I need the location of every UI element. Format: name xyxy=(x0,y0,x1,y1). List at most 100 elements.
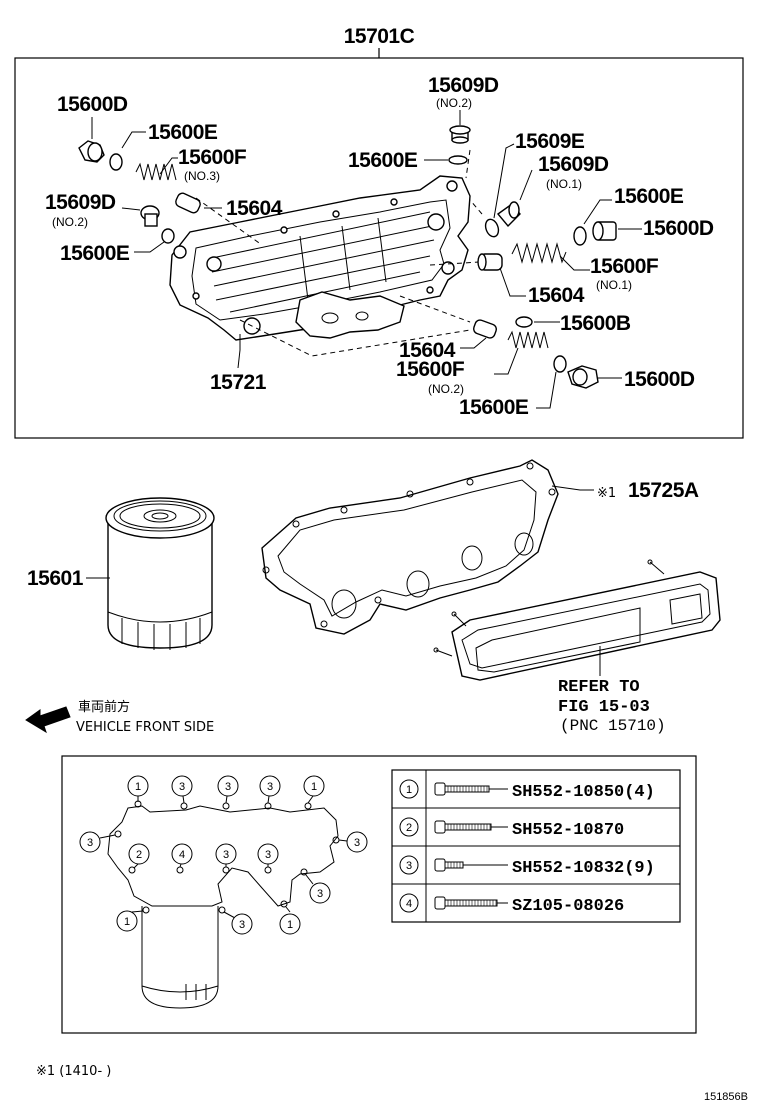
spring-15600F-no1[interactable] xyxy=(511,242,590,271)
bolt-circle-8: 2 xyxy=(128,843,150,865)
callout-15600B[interactable]: 15600B xyxy=(560,312,631,335)
bolt-circle-14: 3 xyxy=(231,913,253,935)
bolt-circle-number: 3 xyxy=(265,849,271,861)
bolt-table-number: 1 xyxy=(406,784,412,796)
bolt-leaders xyxy=(99,795,348,919)
bolt-part-number[interactable]: SH552-10870 xyxy=(512,821,624,840)
bolt-circle-number: 1 xyxy=(311,781,317,793)
bolt-circle-number: 4 xyxy=(179,849,185,861)
callout-15600F-no2-note: (NO.2) xyxy=(428,382,464,396)
spring-15600F-no3[interactable] xyxy=(135,157,178,181)
callout-15600E-right[interactable]: 15600E xyxy=(614,185,684,208)
bolt-circle-7: 3 xyxy=(346,831,368,853)
gasket-15600E-left-top[interactable] xyxy=(109,131,146,171)
callout-15609D-top[interactable]: 15609D xyxy=(428,74,499,97)
bolt-icon xyxy=(434,858,508,872)
oil-filter-15601[interactable] xyxy=(86,497,215,650)
bolt-table-number: 2 xyxy=(406,822,412,834)
callout-15600E-left-bottom[interactable]: 15600E xyxy=(60,242,130,265)
bolt-circle-number: 3 xyxy=(87,837,93,849)
figure-id: 151856B xyxy=(704,1091,748,1103)
refer-line-3: (PNC 15710) xyxy=(560,717,666,735)
bolt-table-row: 2 SH552-10870 xyxy=(399,817,624,840)
callout-15600E-top[interactable]: 15600E xyxy=(348,149,418,172)
bolt-part-number[interactable]: SZ105-08026 xyxy=(512,897,624,916)
filter-grip-ridges xyxy=(121,618,201,650)
bolt-circle-10: 3 xyxy=(215,843,237,865)
bolt-circle-number: 1 xyxy=(124,916,130,928)
callout-15601[interactable]: 15601 xyxy=(27,567,84,590)
plug-15609D-left[interactable] xyxy=(121,205,160,227)
bolt-circle-number: 3 xyxy=(179,781,185,793)
gasket-15600E-top[interactable] xyxy=(424,155,468,165)
plug-15600D-left[interactable] xyxy=(78,117,105,163)
callout-15725A[interactable]: 15725A xyxy=(628,479,699,502)
ring-15600B[interactable] xyxy=(515,316,560,328)
bolt-circle-number: 3 xyxy=(239,919,245,931)
callout-15604-right[interactable]: 15604 xyxy=(528,284,585,307)
bolt-circle-number: 3 xyxy=(354,837,360,849)
callout-15600E-bottom[interactable]: 15600E xyxy=(459,396,529,419)
vehicle-front-arrow-icon xyxy=(25,706,71,734)
bolt-circle-number: 1 xyxy=(135,781,141,793)
valve-15604-bottom[interactable] xyxy=(460,319,498,349)
assembly-frame: 15701C xyxy=(14,25,744,439)
gasket-15600E-left-bottom[interactable] xyxy=(134,228,175,253)
bolt-icon xyxy=(434,896,508,910)
callout-15609D-top-note: (NO.2) xyxy=(436,96,472,110)
assembly-dashed-lines xyxy=(195,149,483,357)
bolt-part-number[interactable]: SH552-10850(4) xyxy=(512,783,655,802)
refer-line-1: REFER TO xyxy=(558,678,640,697)
callout-15600E-left-top[interactable]: 15600E xyxy=(148,121,218,144)
callout-15609D-left-note: (NO.2) xyxy=(52,215,88,229)
callout-15604-bottom[interactable]: 15604 xyxy=(399,339,456,362)
oil-cooler-element[interactable] xyxy=(433,559,721,681)
callout-15600F-no1[interactable]: 15600F xyxy=(590,255,659,278)
callout-15609D-left[interactable]: 15609D xyxy=(45,191,116,214)
callout-15604-left[interactable]: 15604 xyxy=(226,197,283,220)
bolt-circle-number: 3 xyxy=(225,781,231,793)
bolt-table-row: 1 SH552-10850(4) xyxy=(399,779,655,802)
callout-15600F-no3[interactable]: 15600F xyxy=(178,146,247,169)
bolt-circle-4: 3 xyxy=(259,775,281,797)
bolt-circle-3: 3 xyxy=(217,775,239,797)
vehicle-front-jp: 車両前方 xyxy=(78,699,130,715)
bolt-table-number: 4 xyxy=(406,898,412,910)
bolt-table xyxy=(391,769,681,923)
callout-15609D-right[interactable]: 15609D xyxy=(538,153,609,176)
plug-15609D-right[interactable] xyxy=(496,169,533,228)
spring-15600F-no2[interactable] xyxy=(494,330,549,375)
plug-15609D-top[interactable] xyxy=(449,110,471,144)
bolt-circle-5: 1 xyxy=(303,775,325,797)
bolt-circle-number: 3 xyxy=(267,781,273,793)
bolt-circle-9: 4 xyxy=(171,843,193,865)
valve-15604-left[interactable] xyxy=(174,192,222,215)
plug-15600D-right[interactable] xyxy=(592,221,642,241)
valve-15604-right[interactable] xyxy=(477,253,526,297)
gasket-15609E[interactable] xyxy=(483,143,515,239)
callout-15725A-mark: ※1 xyxy=(597,486,616,501)
callout-15600D-right[interactable]: 15600D xyxy=(643,217,714,240)
footnote: ※1 (1410- ) xyxy=(36,1064,111,1079)
callout-15609E[interactable]: 15609E xyxy=(515,130,585,153)
gasket-15600E-bottom[interactable] xyxy=(536,355,567,409)
callout-15701C[interactable]: 15701C xyxy=(344,25,415,48)
bolt-table-number: 3 xyxy=(406,860,412,872)
bolt-circle-6: 3 xyxy=(79,831,101,853)
callout-15600D-left[interactable]: 15600D xyxy=(57,93,128,116)
bolt-circle-2: 3 xyxy=(171,775,193,797)
callout-15721[interactable]: 15721 xyxy=(210,371,267,394)
callout-15600F-no2[interactable]: 15600F xyxy=(396,358,465,381)
oil-cooler-case xyxy=(169,175,471,341)
gasket-15600E-right[interactable] xyxy=(573,199,612,246)
gasket-15725A[interactable] xyxy=(261,459,594,635)
callout-15600F-no1-note: (NO.1) xyxy=(596,278,632,292)
plug-15600D-bottom[interactable] xyxy=(567,365,622,389)
callout-15600F-no3-note: (NO.3) xyxy=(184,169,220,183)
vehicle-front-en: VEHICLE FRONT SIDE xyxy=(76,720,214,735)
callout-15600D-bottom[interactable]: 15600D xyxy=(624,368,695,391)
bolt-part-number[interactable]: SH552-10832(9) xyxy=(512,859,655,878)
bolt-table-row: 3 SH552-10832(9) xyxy=(399,855,655,878)
